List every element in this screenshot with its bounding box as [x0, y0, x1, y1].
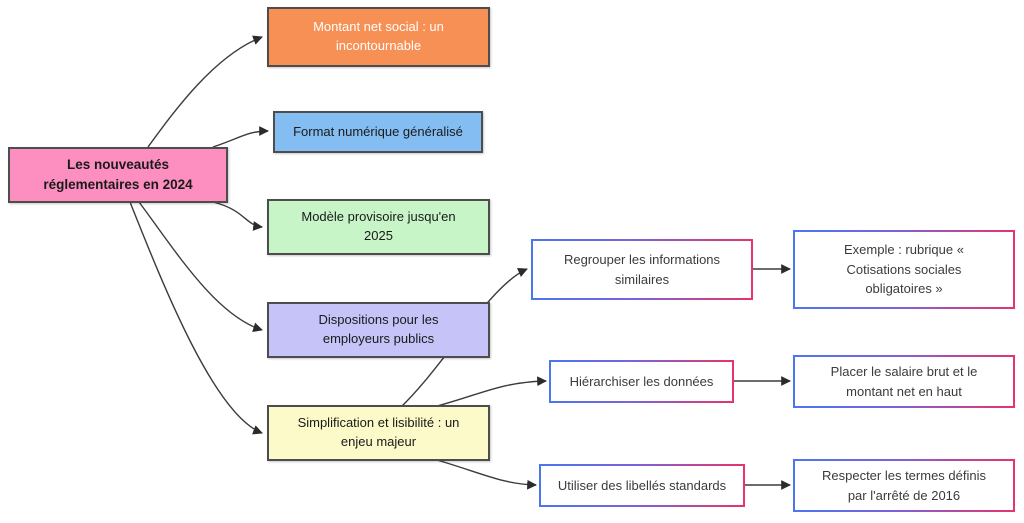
node-branch-format-numerique[interactable]: Format numérique généralisé — [273, 111, 483, 153]
edge-branch5-to-sub3 — [429, 457, 537, 490]
edge-root-to-branch4 — [138, 201, 263, 332]
node-sub-regrouper-informations[interactable]: Regrouper les informations similaires — [531, 239, 753, 300]
node-branch-montant-net-social[interactable]: Montant net social : un incontournable — [267, 7, 490, 67]
node-detail-exemple-rubrique[interactable]: Exemple : rubrique « Cotisations sociale… — [793, 230, 1015, 309]
node-detail-termes-arrete[interactable]: Respecter les termes définis par l'arrêt… — [793, 459, 1015, 512]
node-sub-hierarchiser-donnees[interactable]: Hiérarchiser les données — [549, 360, 734, 403]
node-root[interactable]: Les nouveautés réglementaires en 2024 — [8, 147, 228, 203]
node-sub-libelles-standards[interactable]: Utiliser des libellés standards — [539, 464, 745, 507]
node-branch-modele-provisoire[interactable]: Modèle provisoire jusqu'en 2025 — [267, 199, 490, 255]
edge-root-to-branch3 — [212, 201, 263, 231]
edge-root-to-branch2 — [212, 126, 269, 148]
node-sub-hierarchiser-donnees-label: Hiérarchiser les données — [550, 361, 733, 402]
node-detail-termes-arrete-label: Respecter les termes définis par l'arrêt… — [794, 460, 1014, 511]
edge-root-to-branch5 — [129, 201, 263, 435]
node-branch-employeurs-publics[interactable]: Dispositions pour les employeurs publics — [267, 302, 490, 358]
node-sub-libelles-standards-label: Utiliser des libellés standards — [540, 465, 744, 506]
node-detail-salaire-brut-label: Placer le salaire brut et le montant net… — [794, 356, 1014, 407]
node-sub-regrouper-informations-label: Regrouper les informations similaires — [532, 240, 752, 299]
edge-branch5-to-sub2 — [429, 376, 547, 409]
node-detail-salaire-brut[interactable]: Placer le salaire brut et le montant net… — [793, 355, 1015, 408]
node-detail-exemple-rubrique-label: Exemple : rubrique « Cotisations sociale… — [794, 231, 1014, 308]
edge-root-to-branch1 — [147, 35, 263, 148]
node-branch-simplification[interactable]: Simplification et lisibilité : un enjeu … — [267, 405, 490, 461]
